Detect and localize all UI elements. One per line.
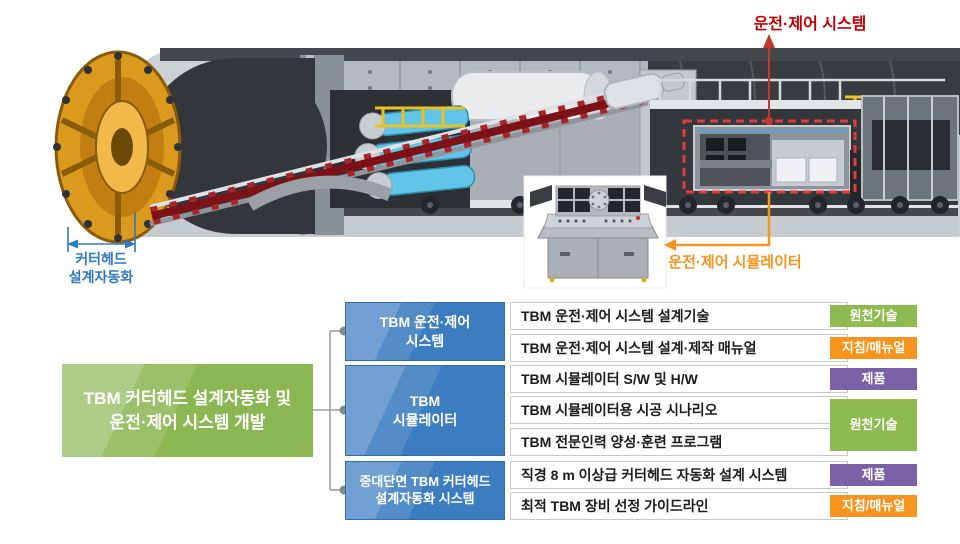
output-row-5-text: TBM 전문인력 양성·훈련 프로그램 (521, 434, 723, 450)
output-row-1-text: TBM 운전·제어 시스템 설계기술 (521, 308, 710, 324)
output-row-3-text: TBM 시뮬레이터 S/W 및 H/W (521, 371, 698, 387)
wheels (421, 196, 949, 214)
branch1-line2: 시스템 (405, 332, 445, 349)
simulator-connector-arrow (664, 192, 771, 251)
yellow-railings (375, 95, 932, 128)
output-row-4: TBM 시뮬레이터용 시공 시나리오 (510, 396, 848, 424)
tag-product-1: 제품 (830, 368, 917, 390)
cutterhead-automation-label: 커터헤드 설계자동화 (55, 251, 147, 286)
branch3-line2: 설계자동화 시스템 (375, 490, 475, 506)
branch-box-control-system: TBM 운전·제어 시스템 (345, 302, 505, 361)
simulator-label: 운전·제어 시뮬레이터 (668, 254, 802, 271)
control-cabin (693, 125, 851, 191)
output-row-7-text: 최적 TBM 장비 선정 가이드라인 (521, 498, 709, 514)
tag-manual-2: 지침/매뉴얼 (830, 495, 917, 517)
tunnel-shell (128, 48, 960, 237)
output-row-5: TBM 전문인력 양성·훈련 프로그램 (510, 428, 848, 456)
root-goal-line1: TBM 커터헤드 설계자동화 및 (83, 388, 292, 408)
output-row-4-text: TBM 시뮬레이터용 시공 시나리오 (521, 402, 718, 418)
control-system-label: 운전·제어 시스템 (753, 16, 867, 33)
branch2-line2: 시뮬레이터 (392, 411, 458, 428)
branch1-line1: TBM 운전·제어 (379, 314, 471, 331)
output-row-2-text: TBM 운전·제어 시스템 설계·제작 매뉴얼 (521, 340, 757, 356)
thrust-cylinders (354, 105, 476, 200)
output-row-6: 직경 8 m 이상급 커터헤드 자동화 설계 시스템 (510, 461, 848, 489)
tag-core-tech-1: 원천기술 (830, 305, 917, 327)
diagram-connectors (313, 326, 349, 495)
output-row-7: 최적 TBM 장비 선정 가이드라인 (510, 492, 848, 520)
red-dashed-highlight (682, 119, 857, 194)
branch-box-cutterhead-design: 중대단면 TBM 커터헤드 설계자동화 시스템 (345, 461, 505, 520)
tag-core-tech-2: 원천기술 (830, 399, 917, 451)
control-system-arrow (763, 34, 775, 125)
backup-gantry (650, 78, 959, 205)
output-row-2: TBM 운전·제어 시스템 설계·제작 매뉴얼 (510, 334, 848, 362)
output-row-1: TBM 운전·제어 시스템 설계기술 (510, 302, 848, 330)
screw-conveyor (149, 72, 685, 227)
cutterhead (53, 50, 182, 244)
root-goal-box: TBM 커터헤드 설계자동화 및 운전·제어 시스템 개발 (62, 364, 313, 457)
branch3-line1: 중대단면 TBM 커터헤드 (359, 473, 491, 489)
output-row-3: TBM 시뮬레이터 S/W 및 H/W (510, 365, 848, 393)
cutterhead-measure-arrow (67, 212, 136, 252)
branch-box-simulator: TBM 시뮬레이터 (345, 365, 505, 456)
cutterhead-label-line1: 커터헤드 (75, 251, 127, 267)
output-row-6-text: 직경 8 m 이상급 커터헤드 자동화 설계 시스템 (521, 467, 788, 483)
tag-product-2: 제품 (830, 464, 917, 486)
branch2-line1: TBM (409, 393, 441, 410)
shield (143, 55, 470, 235)
tag-manual-1: 지침/매뉴얼 (830, 337, 917, 359)
cutterhead-label-line2: 설계자동화 (68, 268, 134, 285)
root-goal-line2: 운전·제어 시스템 개발 (109, 412, 266, 432)
drive-motors (451, 71, 613, 121)
